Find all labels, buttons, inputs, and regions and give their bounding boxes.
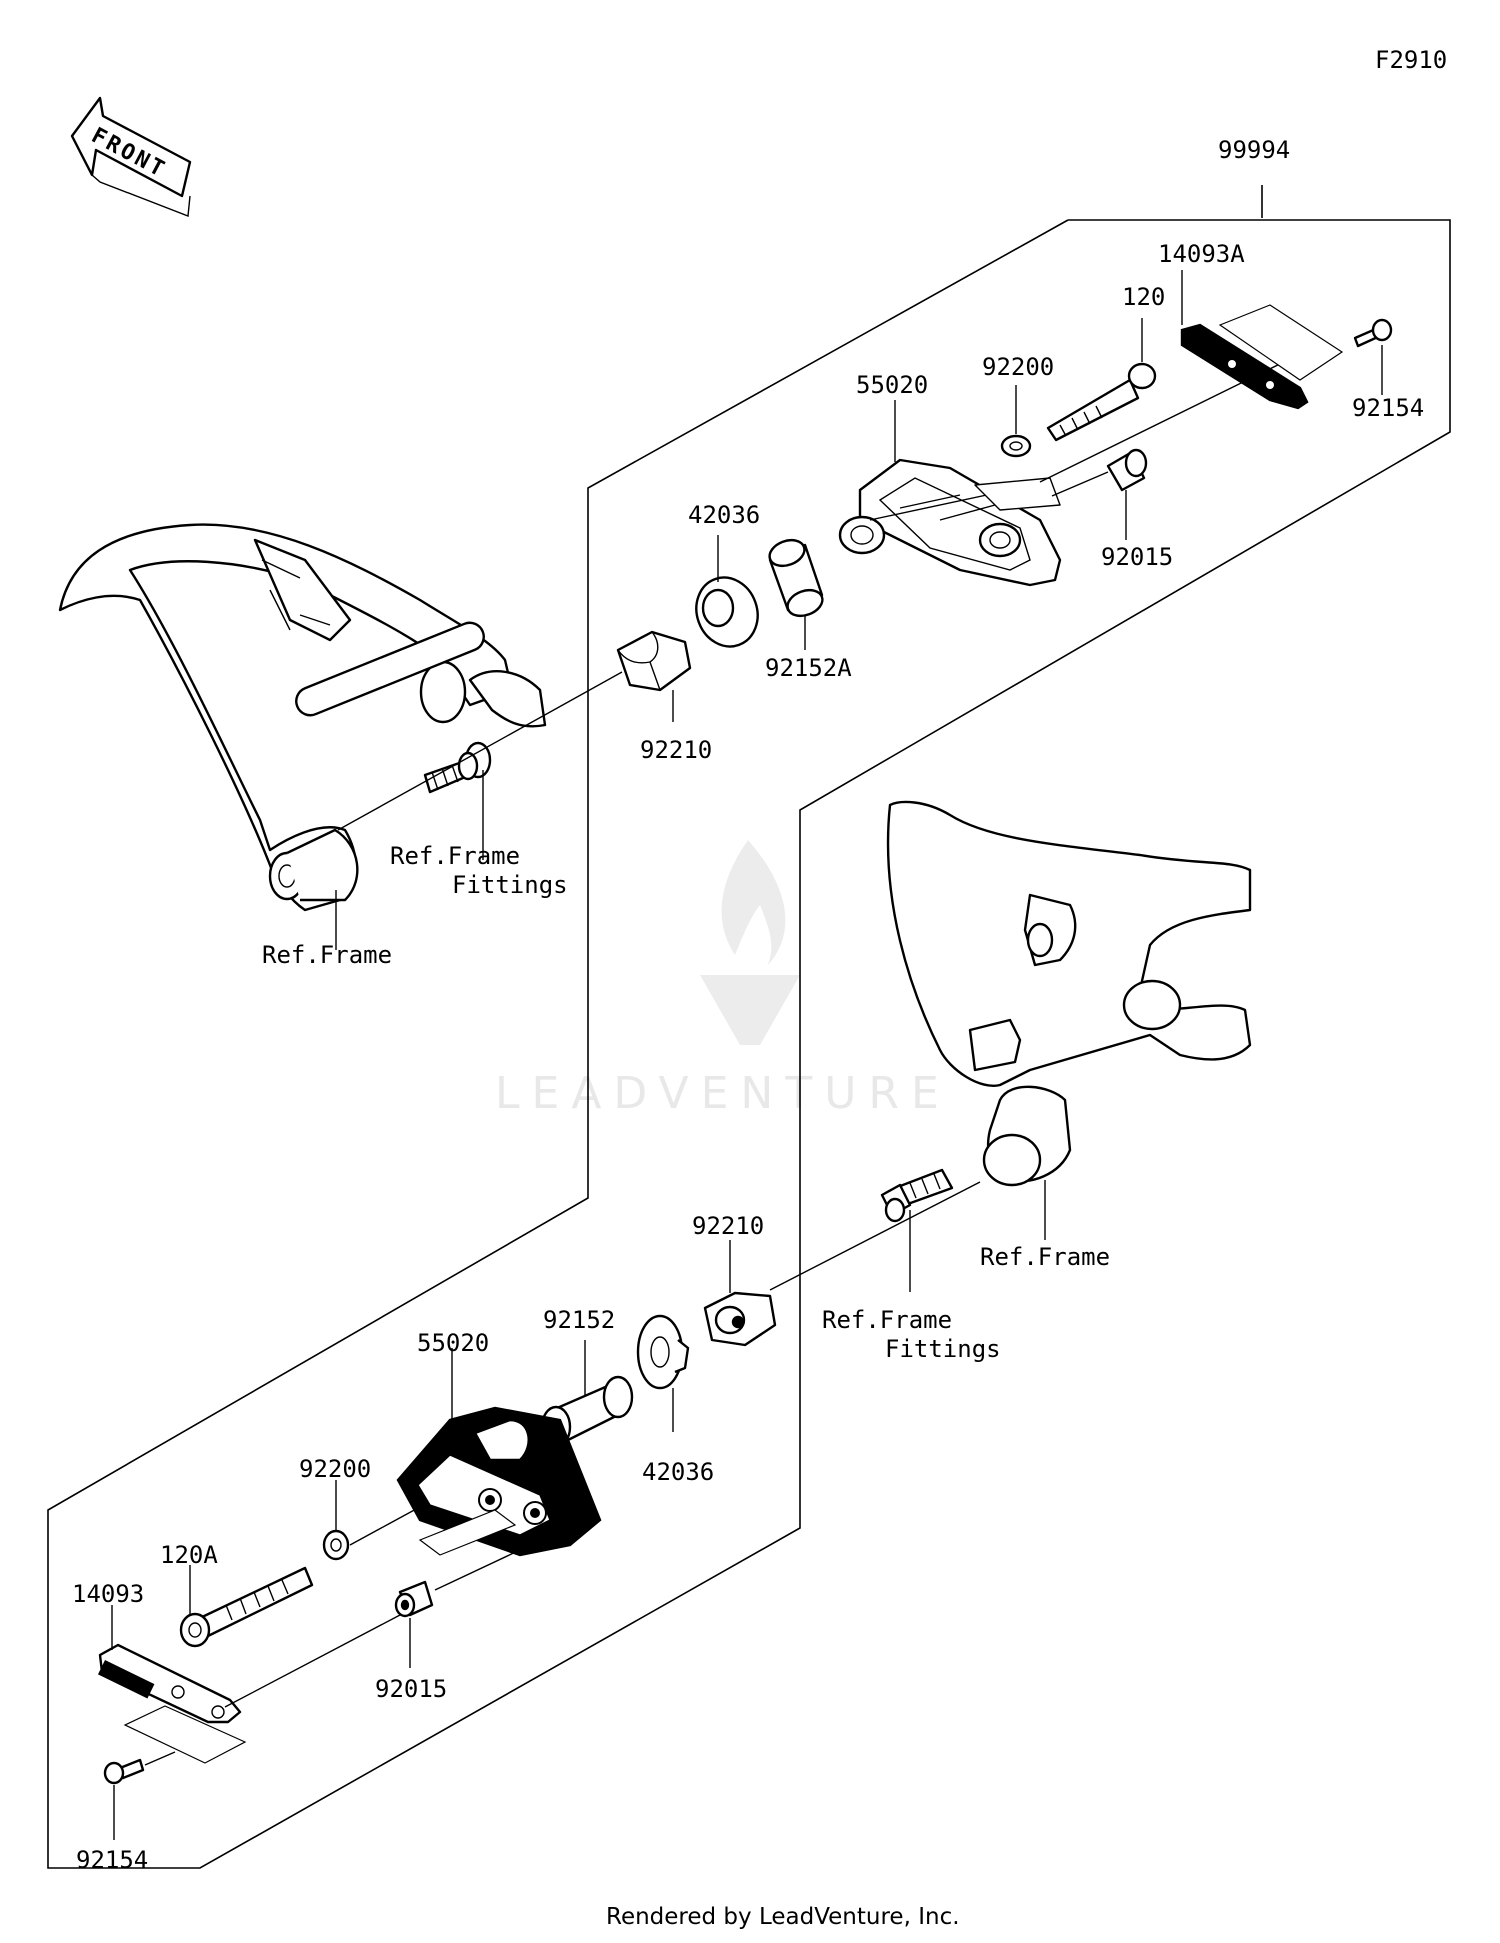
label-55020-top: 55020	[856, 371, 928, 399]
slider-55020-bottom	[396, 1348, 602, 1557]
collar-92152a-top	[768, 538, 824, 650]
plate-14093a	[1180, 270, 1344, 410]
washer-92200-top	[1000, 385, 1032, 458]
label-92015-top: 92015	[1101, 543, 1173, 571]
collar-92015-bottom	[394, 1580, 434, 1668]
screw-92154-bottom	[103, 1758, 145, 1840]
label-92210-top: 92210	[640, 736, 712, 764]
label-42036-top: 42036	[688, 501, 760, 529]
plate-14093	[97, 1605, 247, 1764]
front-arrow-icon: FRONT	[70, 96, 192, 217]
ref-frame-bottom	[886, 800, 1252, 1240]
label-92210-bottom: 92210	[692, 1212, 764, 1240]
collar-92015-top	[1106, 448, 1148, 540]
label-14093a: 14093A	[1158, 240, 1245, 268]
label-14093: 14093	[72, 1580, 144, 1608]
figure-code: F2910	[1375, 46, 1447, 74]
watermark: LEADVENTURE	[495, 840, 951, 1119]
label-42036-bottom: 42036	[642, 1458, 714, 1486]
label-92152a: 92152A	[765, 654, 852, 682]
bolt-ref-fittings-top	[423, 741, 492, 794]
label-92015-bottom: 92015	[375, 1675, 447, 1703]
washer-42036-top	[695, 535, 759, 648]
screw-92154-top	[1353, 318, 1393, 395]
washer-92200-bottom	[322, 1480, 350, 1561]
slider-55020-top	[838, 400, 1062, 587]
label-55020-bottom: 55020	[417, 1329, 489, 1357]
bolt-ref-fittings-bottom	[880, 1168, 954, 1292]
label-ref-frame-top: Ref.Frame	[262, 941, 392, 969]
label-99994: 99994	[1218, 136, 1290, 164]
label-ref-frame-fittings-top-1: Ref.Frame	[390, 842, 520, 870]
label-120: 120	[1122, 283, 1165, 311]
label-92154-bottom: 92154	[76, 1846, 148, 1874]
label-ref-frame-fittings-top-2: Fittings	[452, 871, 568, 899]
kit-99994-outline: 99994	[47, 136, 1451, 1869]
label-ref-frame-fittings-bottom-1: Ref.Frame	[822, 1306, 952, 1334]
label-ref-frame-fittings-bottom-2: Fittings	[885, 1335, 1001, 1363]
spacer-92210-bottom	[703, 1240, 777, 1347]
bolt-120-top	[1046, 318, 1157, 442]
bolt-120a-bottom	[179, 1565, 314, 1648]
watermark-text: LEADVENTURE	[495, 1068, 951, 1119]
ref-frame-top	[58, 523, 547, 912]
part-labels: 14093A 120 92200 55020 92154 42036 92015…	[72, 240, 1424, 1874]
spacer-92210-top	[616, 630, 692, 722]
label-ref-frame-bottom: Ref.Frame	[980, 1243, 1110, 1271]
label-92152: 92152	[543, 1306, 615, 1334]
label-120a: 120A	[160, 1541, 218, 1569]
label-92154-top: 92154	[1352, 394, 1424, 422]
washer-42036-bottom	[636, 1314, 690, 1432]
footer-credit: Rendered by LeadVenture, Inc.	[606, 1904, 960, 1930]
label-92200-bottom: 92200	[299, 1455, 371, 1483]
label-92200-top: 92200	[982, 353, 1054, 381]
